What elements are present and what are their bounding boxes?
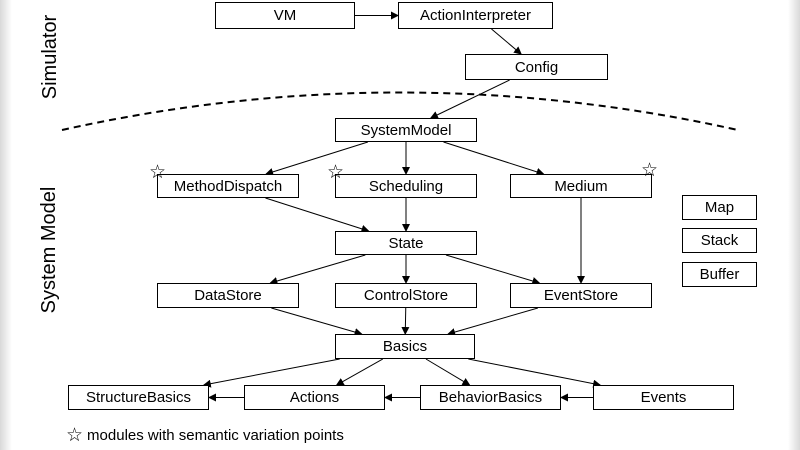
edge-system-model-to-medium [443, 141, 545, 176]
edge-state-to-data-store [269, 254, 366, 285]
edge-config-to-system-model [429, 79, 510, 119]
right-edge-shade [788, 0, 800, 450]
stack-box: Stack [682, 228, 757, 253]
scheduling-star-icon: ☆ [327, 162, 345, 183]
simulator-section-label: Simulator [39, 14, 61, 100]
method-dispatch-star-icon: ☆ [149, 162, 167, 183]
event-store-box: EventStore [510, 283, 652, 308]
edge-basics-to-structure-basics [202, 358, 340, 388]
simulator-boundary-arc [61, 91, 739, 131]
scheduling-box: Scheduling [335, 174, 477, 198]
structure-basics-box: StructureBasics [68, 385, 209, 410]
buffer-box: Buffer [682, 262, 757, 287]
control-store-box: ControlStore [335, 283, 477, 308]
edge-layer [202, 11, 602, 402]
edge-event-store-to-basics [447, 307, 539, 336]
system-model-box: SystemModel [335, 118, 477, 142]
edge-basics-to-actions [335, 358, 384, 386]
legend-text: modules with semantic variation points [87, 427, 344, 444]
config-box: Config [465, 54, 608, 80]
edge-action-interpreter-to-config [491, 28, 522, 55]
method-dispatch-box: MethodDispatch [157, 174, 299, 198]
edge-method-dispatch-to-state [265, 197, 370, 233]
vm-box: VM [215, 2, 355, 29]
edge-control-store-to-basics [401, 307, 410, 335]
legend: ☆ modules with semantic variation points [66, 426, 344, 445]
edge-basics-to-behavior-basics [425, 358, 471, 386]
edge-system-model-to-method-dispatch [265, 141, 369, 176]
state-box: State [335, 231, 477, 255]
events-box: Events [593, 385, 734, 410]
medium-star-icon: ☆ [641, 160, 659, 181]
action-interpreter-box: ActionInterpreter [398, 2, 553, 29]
data-store-box: DataStore [157, 283, 299, 308]
edge-data-store-to-basics [271, 307, 363, 336]
basics-box: Basics [335, 334, 475, 359]
actions-box: Actions [244, 385, 385, 410]
system-model-section-label: System Model [38, 186, 60, 314]
edge-basics-to-events [468, 358, 602, 388]
edge-state-to-event-store [445, 254, 541, 285]
map-box: Map [682, 195, 757, 220]
behavior-basics-box: BehaviorBasics [420, 385, 561, 410]
left-edge-shade [0, 0, 12, 450]
medium-box: Medium [510, 174, 652, 198]
legend-star-icon: ☆ [66, 425, 84, 446]
